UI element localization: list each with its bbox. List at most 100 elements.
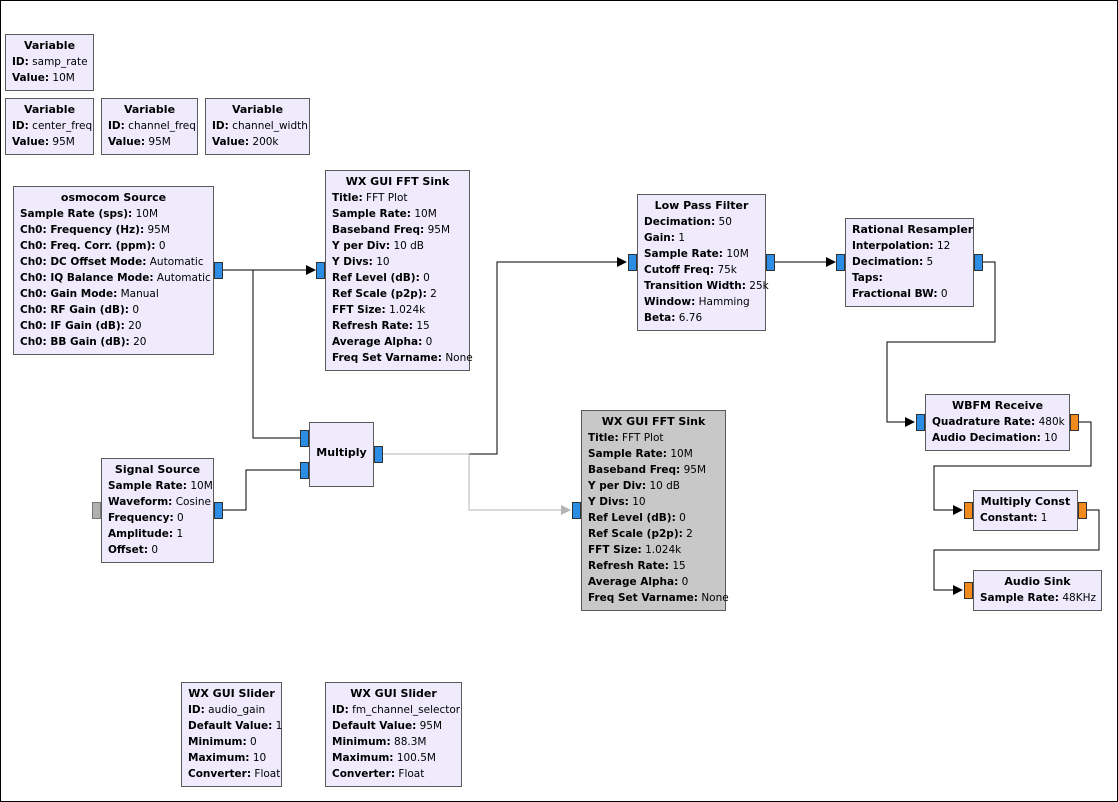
- block-title: Multiply Const: [980, 495, 1071, 508]
- signal-source-output-port[interactable]: [214, 502, 223, 519]
- audio-sink-input-port[interactable]: [964, 582, 973, 599]
- block-param: Value: 10M: [12, 70, 87, 86]
- rational-resampler-output-port[interactable]: [974, 254, 983, 271]
- fft-sink-disabled-input-port[interactable]: [572, 502, 581, 519]
- multiply-block[interactable]: Multiply: [309, 422, 374, 487]
- block-title: Rational Resampler: [852, 223, 974, 236]
- param-key: Title:: [332, 192, 363, 204]
- block-param: ID: samp_rate: [12, 54, 88, 70]
- block-param: Waveform: Cosine: [108, 494, 211, 510]
- param-value: 0: [250, 736, 257, 748]
- param-value: 0: [151, 544, 159, 556]
- param-value: 10M: [135, 208, 159, 220]
- block-param: Refresh Rate: 15: [332, 318, 463, 334]
- block-param: Ch0: IF Gain (dB): 20: [20, 318, 207, 334]
- block-param: ID: channel_width: [212, 118, 308, 134]
- param-value: FFT Plot: [366, 192, 408, 204]
- param-key: Y Divs:: [588, 496, 629, 508]
- param-value: 100.5M: [396, 752, 436, 764]
- param-key: Refresh Rate:: [332, 320, 413, 332]
- wbfm-receive-input-port[interactable]: [916, 414, 925, 431]
- param-value: 1.024k: [389, 304, 426, 316]
- block-title: osmocom Source: [60, 191, 167, 204]
- param-key: Y per Div:: [588, 480, 647, 492]
- block-param: Value: 95M: [108, 134, 191, 150]
- block-param: Audio Decimation: 10: [932, 430, 1063, 446]
- param-value: 200k: [252, 136, 279, 148]
- param-value: 6.76: [678, 312, 703, 324]
- param-key: Value:: [12, 136, 50, 148]
- multiply-const-input-port[interactable]: [964, 502, 973, 519]
- block-param: Y per Div: 10 dB: [588, 478, 719, 494]
- low-pass-filter-output-port[interactable]: [766, 254, 775, 271]
- param-value: 10M: [52, 72, 75, 84]
- block-title: WX GUI FFT Sink: [345, 175, 450, 188]
- param-value: 25k: [749, 280, 769, 292]
- block-param: Cutoff Freq: 75k: [644, 262, 759, 278]
- param-value: 10 dB: [393, 240, 425, 252]
- param-key: FFT Size:: [588, 544, 642, 556]
- param-key: Offset:: [108, 544, 149, 556]
- param-key: Window:: [644, 296, 696, 308]
- param-key: Transition Width:: [644, 280, 746, 292]
- fft-sink-input-port[interactable]: [316, 262, 325, 279]
- block-param: Ref Level (dB): 0: [332, 270, 463, 286]
- param-key: Sample Rate:: [332, 208, 411, 220]
- rational-resampler-input-port[interactable]: [836, 254, 845, 271]
- param-key: ID:: [212, 120, 229, 132]
- multiply-const-output-port[interactable]: [1078, 502, 1087, 519]
- signal-source-input-port[interactable]: [92, 502, 101, 519]
- param-value: 95M: [427, 224, 450, 236]
- param-value: 0: [681, 576, 689, 588]
- block-param: Ref Scale (p2p): 2: [588, 526, 719, 542]
- param-value: 0: [158, 240, 166, 252]
- param-value: 0: [425, 336, 433, 348]
- param-value: Automatic: [156, 272, 211, 284]
- param-value: 0: [679, 512, 686, 524]
- block-param: Interpolation: 12: [852, 238, 967, 254]
- block-param: Average Alpha: 0: [332, 334, 463, 350]
- param-key: Value:: [212, 136, 250, 148]
- param-value: 1.024k: [645, 544, 682, 556]
- multiply-output-port[interactable]: [374, 446, 383, 463]
- multiply-input-port-0[interactable]: [300, 430, 309, 447]
- low-pass-filter-input-port[interactable]: [628, 254, 637, 271]
- param-key: ID:: [332, 704, 349, 716]
- param-key: Maximum:: [332, 752, 394, 764]
- param-value: None: [701, 592, 729, 604]
- block-param: Taps:: [852, 270, 967, 286]
- param-value: 75k: [717, 264, 737, 276]
- param-value: channel_width: [232, 120, 308, 132]
- param-value: 0: [423, 272, 430, 284]
- osmocom-source-output-port[interactable]: [214, 262, 223, 279]
- block-param: Offset: 0: [108, 542, 207, 558]
- block-param: Ch0: DC Offset Mode: Automatic: [20, 254, 207, 270]
- multiply-input-port-1[interactable]: [300, 462, 309, 479]
- param-key: Ch0: IQ Balance Mode:: [20, 272, 154, 284]
- param-key: Quadrature Rate:: [932, 416, 1036, 428]
- block-param: Minimum: 88.3M: [332, 734, 455, 750]
- wbfm-receive-output-port[interactable]: [1070, 414, 1079, 431]
- block-title: Signal Source: [114, 463, 201, 476]
- param-key: Value:: [12, 72, 50, 84]
- param-value: 20: [128, 320, 142, 332]
- block-title: Variable: [231, 103, 284, 116]
- param-key: Interpolation:: [852, 240, 934, 252]
- block-param: Ch0: IQ Balance Mode: Automatic: [20, 270, 211, 286]
- param-key: Frequency:: [108, 512, 174, 524]
